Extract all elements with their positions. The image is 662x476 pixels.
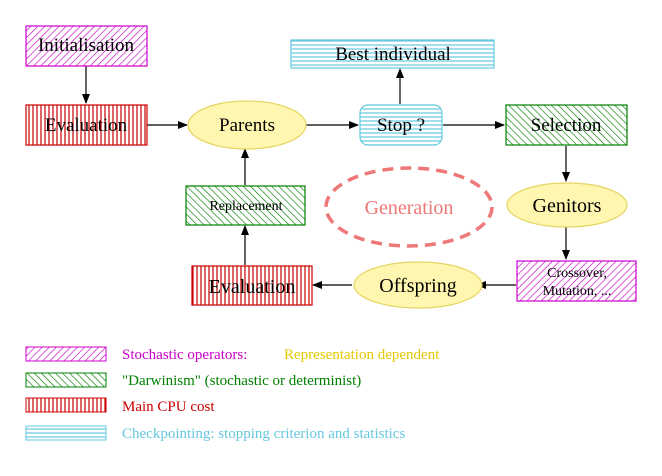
node-evaluation-bottom: Evaluation: [191, 265, 313, 306]
parents-label: Parents: [219, 115, 275, 136]
flow-arrows: [82, 66, 570, 289]
node-generation: Generation: [324, 166, 494, 248]
replacement-label: Replacement: [209, 199, 282, 214]
offspring-label: Offspring: [379, 275, 456, 297]
initialisation-label: Initialisation: [38, 35, 135, 56]
node-crossover-mutation: Crossover, Mutation, ...: [516, 260, 637, 302]
genitors-label: Genitors: [533, 195, 602, 217]
node-initialisation: Initialisation: [25, 25, 148, 67]
selection-label: Selection: [531, 115, 602, 136]
legend-checkpoint-label: Checkpointing: stopping criterion and st…: [122, 426, 405, 442]
legend-representation-label: Representation dependent: [284, 347, 440, 363]
node-selection: Selection: [505, 104, 628, 146]
legend-cpu-label: Main CPU cost: [122, 399, 215, 415]
crossover-label: Crossover,: [547, 266, 607, 281]
legend: Stochastic operators: Representation dep…: [25, 346, 440, 442]
legend-darwinism-label: "Darwinism" (stochastic or determinist): [122, 373, 361, 389]
node-offspring: Offspring: [353, 261, 483, 309]
mutation-label: Mutation, ...: [543, 284, 612, 299]
legend-stochastic-label: Stochastic operators:: [122, 347, 247, 363]
node-stop: Stop ?: [359, 104, 443, 146]
evaluation-top-label: Evaluation: [45, 115, 128, 136]
best-individual-label: Best individual: [335, 44, 451, 65]
node-best-individual: Best individual: [290, 39, 495, 69]
evaluation-bottom-label: Evaluation: [209, 276, 296, 298]
node-genitors: Genitors: [506, 182, 628, 228]
node-evaluation-top: Evaluation: [25, 104, 148, 146]
legend-item-cpu: Main CPU cost: [25, 397, 215, 415]
legend-item-stochastic: Stochastic operators: Representation dep…: [25, 346, 440, 363]
legend-item-checkpoint: Checkpointing: stopping criterion and st…: [25, 425, 405, 442]
node-parents: Parents: [187, 100, 307, 150]
generation-label: Generation: [365, 197, 454, 219]
legend-item-darwinism: "Darwinism" (stochastic or determinist): [25, 372, 361, 389]
stop-label: Stop ?: [377, 115, 425, 136]
node-replacement: Replacement: [185, 185, 306, 226]
